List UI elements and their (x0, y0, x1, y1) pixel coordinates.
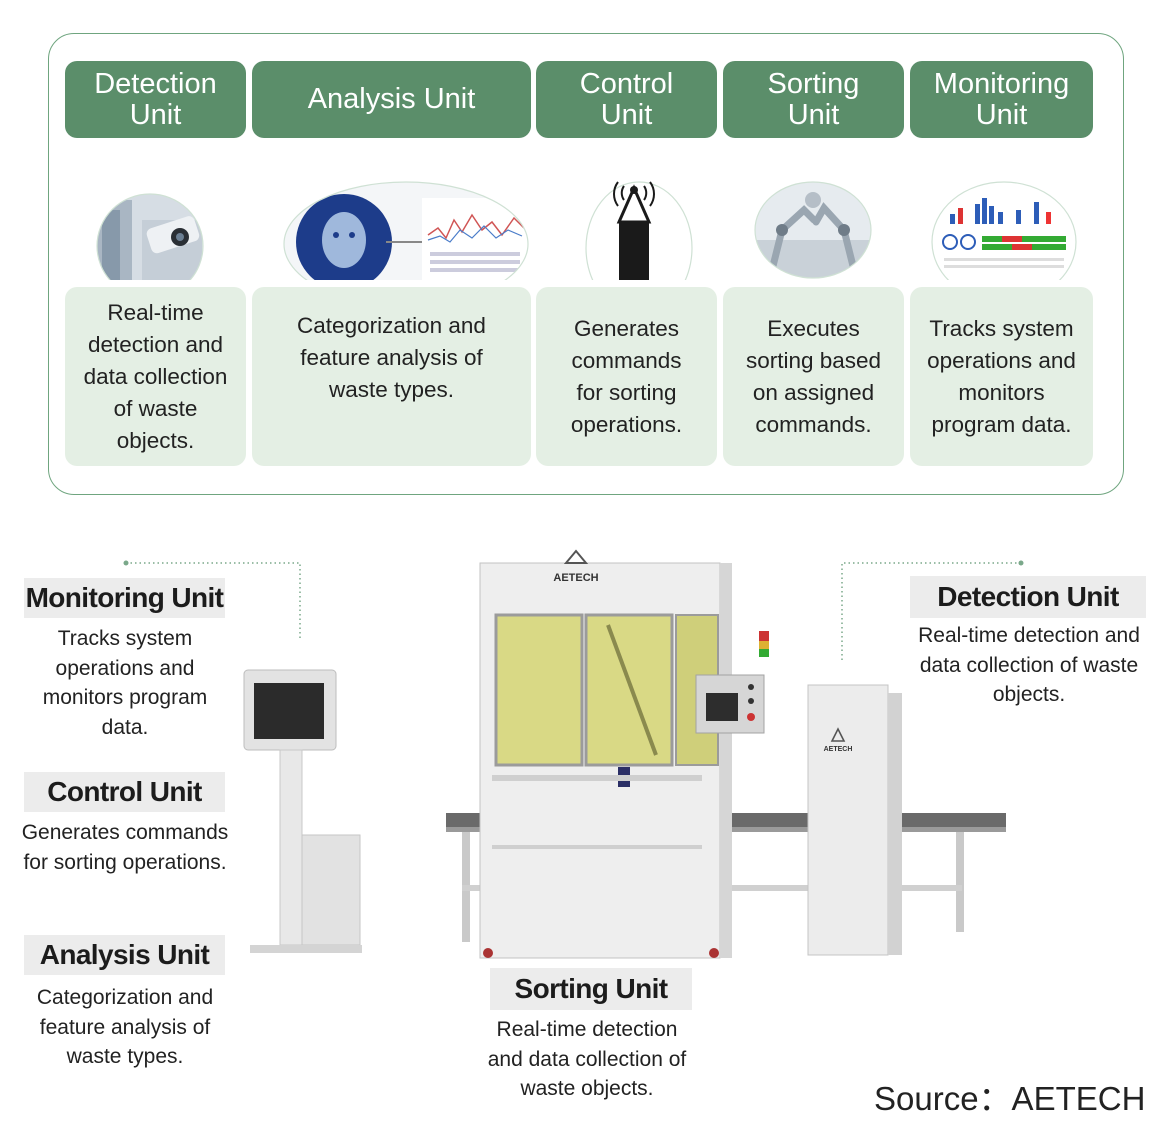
analysis-unit-header: Analysis Unit (252, 61, 531, 138)
sorting-unit-label-description: Real-time detection and data collection … (487, 1018, 687, 1100)
monitoring-unit-label: Monitoring Unit (24, 578, 225, 618)
control-unit-label-description: Generates commands for sorting operation… (21, 821, 229, 874)
svg-text:AETECH: AETECH (553, 572, 598, 584)
analysis-unit-description: Categorization and feature analysis of w… (252, 287, 531, 466)
surveillance-camera-icon (92, 180, 208, 280)
detection-unit-label-description: Real-time detection and data collection … (918, 624, 1140, 706)
dashboard-chart-icon (930, 180, 1078, 280)
control-unit-label: Control Unit (24, 772, 225, 812)
sorting-enclosure: AETECH (479, 549, 769, 959)
detection-unit-description: Real-time detection and data collection … (65, 287, 246, 466)
source-credit: Source：AETECH (874, 1080, 1146, 1117)
monitoring-unit-label-description: Tracks system operations and monitors pr… (42, 627, 208, 739)
ai-analysis-icon (282, 180, 530, 280)
monitoring-kiosk (243, 669, 362, 953)
sorting-machine-illustration: AETECH AETECH (243, 549, 1006, 959)
detection-unit-label: Detection Unit (910, 576, 1146, 618)
control-unit-description: Generates commands for sorting operation… (536, 287, 717, 466)
analysis-unit-label-description: Categorization and feature analysis of w… (36, 986, 214, 1068)
sorting-unit-description: Executes sorting based on assigned comma… (723, 287, 904, 466)
svg-text:AETECH: AETECH (824, 746, 853, 753)
sorting-unit-label: Sorting Unit (490, 968, 692, 1010)
detection-cabinet: AETECH (807, 684, 902, 956)
unit-overview-frame (48, 33, 1124, 495)
analysis-unit-label: Analysis Unit (24, 935, 225, 975)
monitoring-unit-description: Tracks system operations and monitors pr… (910, 287, 1093, 466)
signal-tower-icon (584, 180, 694, 280)
robot-arm-icon (752, 180, 874, 280)
